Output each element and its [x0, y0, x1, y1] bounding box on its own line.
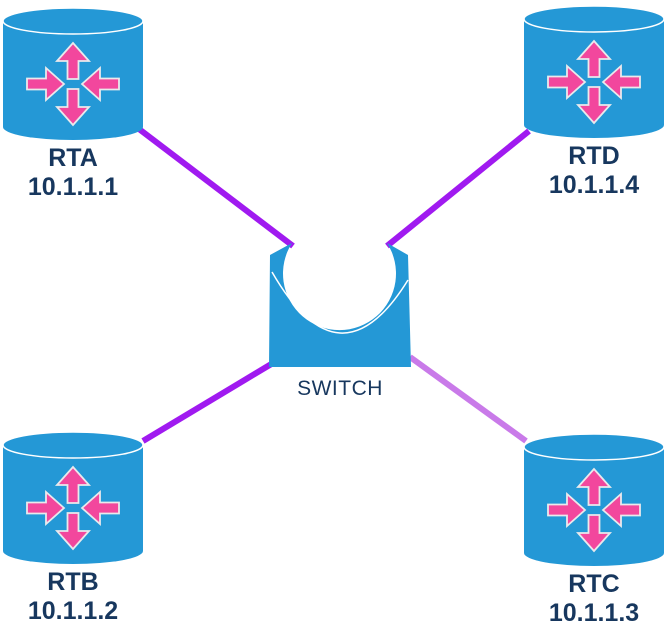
router-node-rtc: RTC 10.1.1.3: [523, 433, 665, 628]
switch-node: SWITCH: [268, 240, 412, 401]
router-ip: 10.1.1.3: [548, 599, 640, 627]
router-icon: [523, 5, 665, 139]
router-node-rtb: RTB 10.1.1.2: [2, 431, 144, 626]
router-name: RTB: [47, 568, 99, 596]
router-ip: 10.1.1.2: [27, 597, 119, 625]
router-node-rtd: RTD 10.1.1.4: [523, 5, 665, 200]
switch-icon: [269, 243, 411, 367]
router-node-rta: RTA 10.1.1.1: [2, 7, 144, 202]
link-rtd-switch: [385, 128, 531, 249]
switch-body: [269, 243, 411, 367]
router-icon: [523, 433, 665, 567]
router-label: RTC 10.1.1.3: [549, 570, 639, 628]
router-ip: 10.1.1.1: [27, 173, 119, 201]
router-name: RTA: [48, 144, 98, 172]
router-label: RTA 10.1.1.1: [28, 144, 118, 202]
router-name: RTD: [568, 142, 620, 170]
link-rtb-switch: [141, 360, 275, 444]
switch-label: SWITCH: [297, 377, 383, 400]
router-icon: [2, 7, 144, 141]
switch-highlight-arc: [271, 271, 409, 334]
router-label: RTB 10.1.1.2: [28, 568, 118, 626]
router-label: RTD 10.1.1.4: [549, 142, 639, 200]
link-rtc-switch: [408, 354, 528, 444]
router-name: RTC: [568, 570, 620, 598]
router-icon: [2, 431, 144, 565]
link-rta-switch: [137, 126, 295, 249]
router-ip: 10.1.1.4: [548, 171, 640, 199]
